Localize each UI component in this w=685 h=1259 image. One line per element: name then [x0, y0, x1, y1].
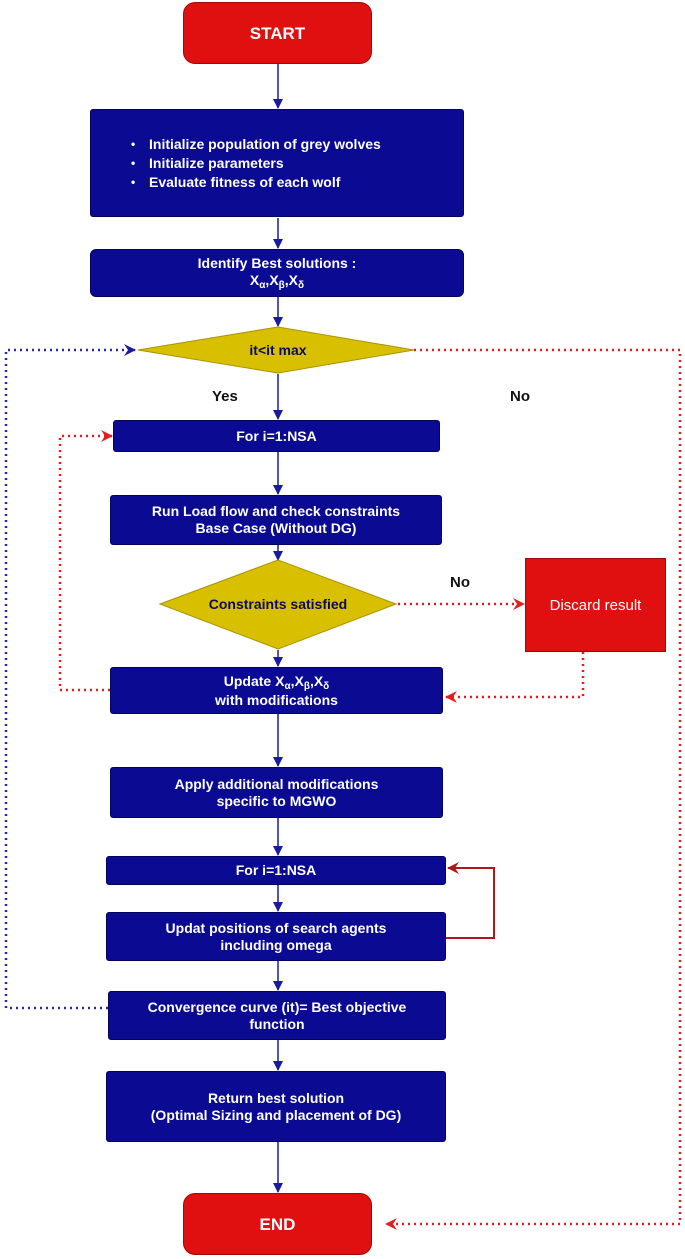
discard-block: Discard result: [525, 558, 666, 652]
return-line2: (Optimal Sizing and placement of DG): [150, 1106, 402, 1123]
apply-line1: Apply additional modifications: [174, 775, 379, 792]
apply-block: Apply additional modifications specific …: [110, 767, 443, 818]
decision-iteration: it<it max: [200, 338, 356, 362]
update-line2: with modifications: [215, 691, 338, 708]
init-bullet-2: Initialize parameters: [127, 155, 407, 172]
updat-block: Updat positions of search agents includi…: [106, 912, 446, 961]
label-no-iteration: No: [510, 388, 530, 405]
decision-iteration-label: it<it max: [249, 342, 307, 358]
loop1-label: For i=1:NSA: [236, 427, 317, 444]
loadflow-line2: Base Case (Without DG): [195, 520, 357, 536]
convergence-line2: function: [249, 1015, 305, 1032]
loadflow-line1: Run Load flow and check constraints: [151, 503, 401, 519]
loadflow-block: Run Load flow and check constraints Base…: [110, 495, 442, 545]
updat-line1: Updat positions of search agents: [165, 919, 387, 936]
end-terminal: END: [183, 1193, 372, 1255]
loop-red-no-to-end: [385, 348, 682, 1230]
convergence-block: Convergence curve (it)= Best objective f…: [108, 991, 446, 1040]
convergence-line1: Convergence curve (it)= Best objective: [147, 998, 407, 1015]
init-bullet-1: Initialize population of grey wolves: [127, 136, 407, 153]
end-label: END: [259, 1214, 296, 1234]
init-block: Initialize population of grey wolves Ini…: [90, 109, 464, 217]
decision-constraints: Constraints satisfied: [170, 592, 386, 616]
updat-line2: including omega: [220, 936, 332, 953]
identify-title: Identify Best solutions :: [197, 255, 357, 271]
loop1-block: For i=1:NSA: [113, 420, 440, 452]
label-yes: Yes: [212, 388, 238, 405]
update-symbols: Update Xα,Xβ,Xδ: [223, 672, 330, 692]
init-bullet-list: Initialize population of grey wolves Ini…: [127, 134, 407, 193]
apply-line2: specific to MGWO: [216, 792, 337, 809]
init-bullet-3: Evaluate fitness of each wolf: [127, 174, 407, 191]
loop-red-update-to-loop1: [58, 430, 113, 692]
start-label: START: [249, 23, 306, 43]
loop2-label: For i=1:NSA: [235, 862, 317, 878]
discard-label: Discard result: [549, 596, 642, 614]
label-no-constraints: No: [450, 574, 470, 591]
loop-darkred-inner: [446, 862, 495, 939]
decision-constraints-label: Constraints satisfied: [208, 596, 348, 612]
return-block: Return best solution (Optimal Sizing and…: [106, 1071, 446, 1142]
return-line1: Return best solution: [207, 1089, 345, 1106]
decision-constraints-shape: [158, 559, 398, 650]
update-block: Update Xα,Xβ,Xδ with modifications: [110, 667, 443, 714]
identify-symbols: Xα,Xβ,Xδ: [249, 272, 305, 291]
start-terminal: START: [183, 2, 372, 64]
decision-iteration-shape: [137, 326, 415, 374]
identify-block: Identify Best solutions : Xα,Xβ,Xδ: [90, 249, 464, 297]
loop2-block: For i=1:NSA: [106, 856, 446, 885]
arrow-discard-to-update: [445, 652, 585, 703]
